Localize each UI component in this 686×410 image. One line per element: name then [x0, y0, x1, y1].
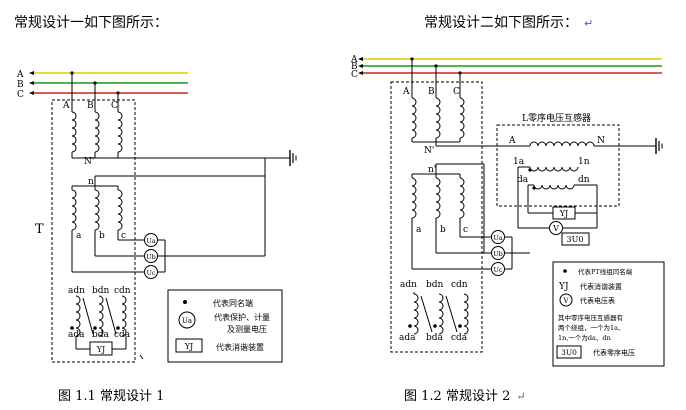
fig2-legend-volt-text: 代表电压表	[580, 296, 615, 305]
fig2-secondary-b: b	[440, 225, 446, 235]
figure1-diagram: A B C T A B C N'	[16, 70, 297, 363]
fig1-secondary-b: b	[99, 231, 105, 241]
fig2-legend-dot-text: 代表PT线组同名端	[578, 267, 633, 276]
fig2-zs-dn: dn	[578, 175, 590, 185]
fig1-legend-dot-text: 代表同名端	[213, 298, 253, 308]
fig1-transformer-enclosure	[51, 99, 136, 363]
fig2-delta-adn: adn	[400, 280, 417, 290]
fig1-delta-adn: adn	[68, 286, 85, 296]
fig1-legend-relay-text: 代表消谐装置	[216, 342, 264, 352]
fig1-primary-a: A	[62, 101, 70, 111]
fig2-primary-c: C	[453, 87, 460, 97]
fig1-legend-meter-text-2: 及测量电压	[227, 324, 267, 334]
fig2-secondary-a: a	[416, 225, 422, 235]
fig2-secondary-c: c	[463, 225, 468, 235]
fig2-legend-note-2: 两个绕组，一个为1a、	[558, 323, 625, 332]
fig2-caption-text: 图 1.2 常规设计 2	[404, 389, 511, 404]
fig2-legend-volt-symbol-text: V	[562, 297, 569, 305]
fig1-primary-b: B	[87, 101, 94, 111]
fig1-delta-cdn: cdn	[114, 286, 131, 296]
fig1-secondary-c: c	[121, 231, 126, 241]
fig2-meter-uc-label: Uc	[493, 266, 502, 274]
design1-heading: 常规设计一如下图所示：	[14, 12, 168, 32]
fig2-phase-c-label: C	[351, 70, 358, 80]
fig1-meter-ua-label: Ua	[146, 237, 155, 245]
fig2-voltmeter	[549, 221, 563, 235]
fig1-transformer-label: T	[35, 222, 44, 237]
fig1-legend-relay-symbol-text: YJ	[184, 342, 194, 351]
fig2-legend-note-3: 1n,一个为da、dn	[558, 333, 611, 342]
fig1-delta-ada: ada	[68, 330, 85, 340]
fig1-delta-bda: bda	[92, 330, 110, 340]
pilcrow-mark-caption: ↵	[516, 390, 526, 403]
fig2-zero-seq-enclosure	[496, 124, 620, 207]
fig1-neutral-label: N'	[84, 157, 94, 167]
fig2-delta-bdn: bdn	[426, 280, 444, 290]
fig2-phase-a-label: A	[350, 55, 358, 65]
fig1-phase-b-label: B	[17, 80, 24, 90]
fig2-zs-primary-n: N	[597, 136, 605, 146]
pilcrow-mark: ↵	[584, 17, 594, 30]
fig2-zs-1n: 1n	[578, 157, 590, 167]
design1-heading-text: 常规设计一如下图所示：	[14, 15, 168, 31]
fig1-primary-c: C	[111, 101, 118, 111]
fig2-secondary-neutral: n'	[428, 165, 436, 175]
fig2-legend-relay-text: 代表消谐装置	[580, 282, 622, 291]
fig2-zs-primary-a: A	[508, 136, 516, 146]
fig1-meter-ub-label: Ub	[146, 253, 156, 261]
fig2-voltmeter-label: V	[552, 224, 559, 233]
fig2-primary-b: B	[428, 87, 435, 97]
fig2-legend-u0-text: 代表零序电压	[593, 348, 635, 357]
fig2-zero-seq-title: L零序电压互感器	[522, 112, 591, 124]
fig1-meter-uc-label: Uc	[146, 269, 155, 277]
fig1-phase-c-label: C	[17, 90, 24, 100]
fig2-phase-b-label: B	[351, 62, 358, 72]
fig2-zs-da: da	[517, 175, 529, 185]
fig1-delta-bdn: bdn	[92, 286, 110, 296]
fig2-legend-u0-symbol-text: 3U0	[561, 348, 577, 357]
fig1-phase-a-label: A	[16, 70, 24, 80]
fig2-delta-cdn: cdn	[451, 280, 468, 290]
fig2-delta-cda: cda	[451, 333, 468, 343]
fig2-meter-ua-label: Ua	[493, 234, 502, 242]
fig1-legend-meter-text-1: 代表保护、计量	[214, 312, 270, 322]
fig2-legend-note-1: 其中零序电压互感器有	[558, 313, 624, 322]
fig2-primary-a: A	[402, 87, 410, 97]
fig2-meter-ub-label: Ub	[493, 250, 503, 258]
fig2-delta-bda: bda	[426, 333, 444, 343]
design2-heading: 常规设计二如下图所示： ↵	[424, 12, 593, 32]
fig2-caption: 图 1.2 常规设计 2 ↵	[404, 385, 526, 404]
fig2-delta-ada: ada	[399, 333, 416, 343]
fig1-legend-dot	[183, 300, 187, 304]
fig1-relay-label: YJ	[96, 345, 106, 354]
fig2-neutral-label: N'	[424, 146, 434, 156]
fig1-secondary-neutral: n'	[88, 177, 96, 187]
fig1-delta-cda: cda	[114, 330, 131, 340]
fig2-3u0-meter	[561, 232, 590, 246]
fig1-caption-text: 图 1.1 常规设计 1	[58, 389, 165, 404]
fig2-zs-1a: 1a	[513, 157, 525, 167]
fig1-secondary-a: a	[76, 231, 82, 241]
fig2-meter-ub	[491, 246, 505, 260]
fig1-legend-meter-symbol-text: Ua	[182, 317, 192, 325]
fig1-relay-yj	[89, 341, 113, 356]
fig1-caption: 图 1.1 常规设计 1	[58, 385, 164, 404]
fig2-3u0-label: 3U0	[567, 235, 584, 244]
fig2-legend-relay-symbol: YJ	[558, 282, 569, 292]
fig2-meter-uc	[491, 262, 505, 276]
fig2-legend-dot	[563, 269, 567, 273]
design2-heading-text: 常规设计二如下图所示：	[424, 15, 578, 31]
fig2-meter-ua	[491, 230, 505, 244]
fig2-legend-volt-symbol	[559, 293, 573, 307]
fig1-legend-relay-symbol	[175, 338, 203, 353]
fig2-relay-label: YJ	[559, 209, 569, 218]
fig1-legend-meter-symbol	[178, 311, 196, 329]
fig2-legend-u0-symbol	[556, 345, 582, 359]
figure2-diagram: A B C A B C N' L零序电压互感器	[350, 55, 665, 367]
